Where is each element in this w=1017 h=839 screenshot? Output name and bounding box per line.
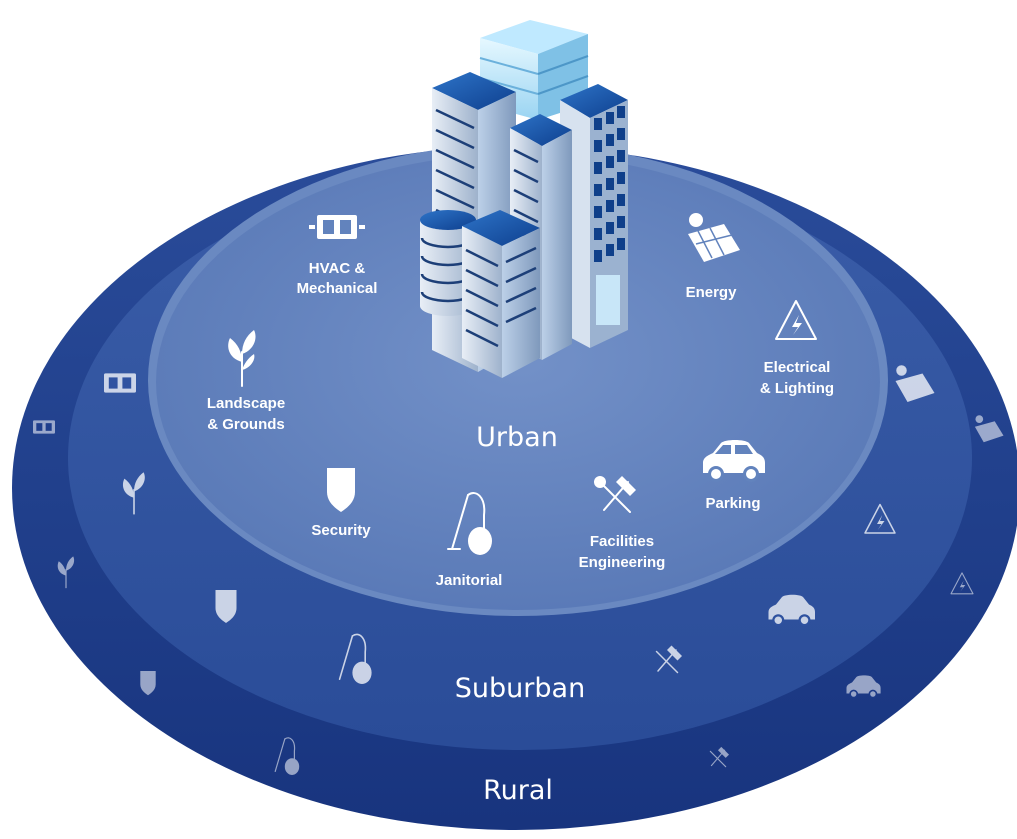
electrical-hazard-icon — [864, 503, 896, 534]
janitorial-item: Janitorial — [436, 492, 503, 589]
security-item: Security — [311, 468, 371, 539]
shield-icon — [140, 671, 156, 696]
solar-panel-icon — [688, 213, 740, 262]
shield-icon — [215, 590, 237, 623]
facilities-label-line2: Engineering — [579, 554, 666, 571]
energy-label: Energy — [686, 284, 738, 301]
electrical-label-line1: Electrical — [764, 359, 831, 376]
hvac-label-line1: HVAC & — [309, 260, 366, 277]
parking-label: Parking — [705, 495, 760, 512]
plant-icon — [57, 556, 75, 589]
facilities-item: Facilities Engineering — [579, 476, 666, 571]
electrical-hazard-icon — [950, 572, 974, 595]
hvac-item: HVAC & Mechanical — [297, 215, 378, 297]
rural-zone-label: Rural — [483, 775, 553, 806]
facilities-label-line1: Facilities — [590, 533, 654, 550]
solar-panel-icon — [895, 365, 935, 402]
solar-panel-icon — [974, 415, 1004, 443]
energy-item: Energy — [686, 213, 740, 301]
landscape-item: Landscape & Grounds — [207, 330, 285, 433]
janitorial-label: Janitorial — [436, 572, 503, 589]
electrical-item: Electrical & Lighting — [760, 300, 834, 397]
plant-icon — [122, 472, 145, 515]
vacuum-icon — [274, 737, 300, 775]
tools-icon — [655, 645, 682, 674]
electrical-label-line2: & Lighting — [760, 380, 834, 397]
landscape-label-line1: Landscape — [207, 395, 285, 412]
parking-item: Parking — [703, 440, 765, 512]
hvac-unit-icon — [309, 215, 365, 239]
hvac-label-line2: Mechanical — [297, 280, 378, 297]
car-icon — [703, 440, 765, 482]
electrical-hazard-icon — [775, 300, 817, 340]
office-buildings-icon — [420, 20, 628, 378]
security-label: Security — [311, 522, 371, 539]
car-icon — [768, 594, 815, 627]
suburban-zone-label: Suburban — [455, 673, 585, 704]
urban-zone-label: Urban — [476, 422, 558, 453]
vacuum-icon — [338, 633, 372, 684]
plant-icon — [228, 330, 256, 387]
landscape-label-line2: & Grounds — [207, 416, 285, 433]
tools-icon — [709, 746, 729, 768]
hvac-unit-icon — [33, 420, 55, 434]
hvac-unit-icon — [104, 373, 136, 393]
vacuum-icon — [447, 492, 492, 555]
car-icon — [846, 675, 881, 699]
tools-icon — [594, 476, 636, 513]
shield-icon — [327, 468, 355, 512]
